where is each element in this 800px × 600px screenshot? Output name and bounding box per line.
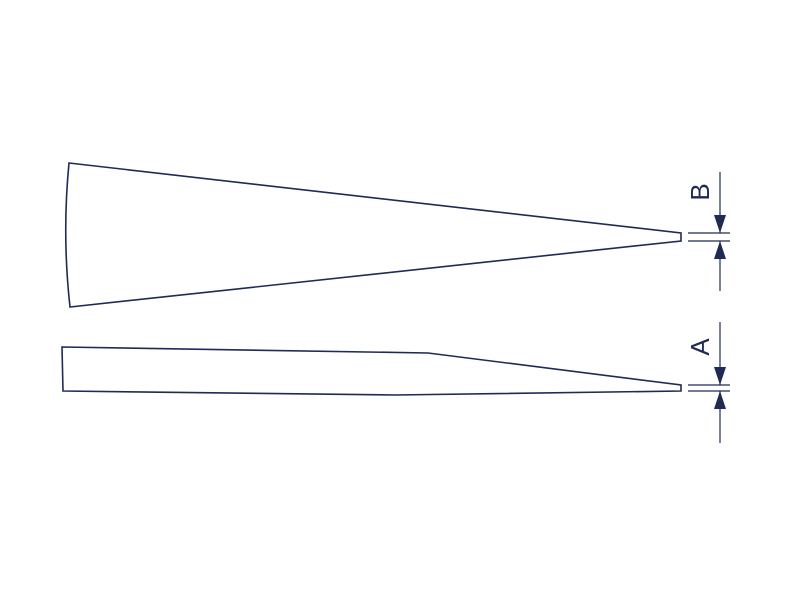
dimension-a-label: A <box>685 338 715 356</box>
side-view-tip-outline <box>61 346 682 396</box>
dimension-b: B <box>685 172 730 291</box>
top-view-tip-outline <box>64 162 682 308</box>
dimension-b-arrow-up <box>714 241 726 259</box>
dimension-b-label: B <box>685 183 715 200</box>
dimension-a: A <box>685 322 730 443</box>
dimension-a-arrow-up <box>714 391 726 409</box>
dimension-a-arrow-down <box>714 367 726 385</box>
dimension-b-arrow-down <box>714 215 726 233</box>
